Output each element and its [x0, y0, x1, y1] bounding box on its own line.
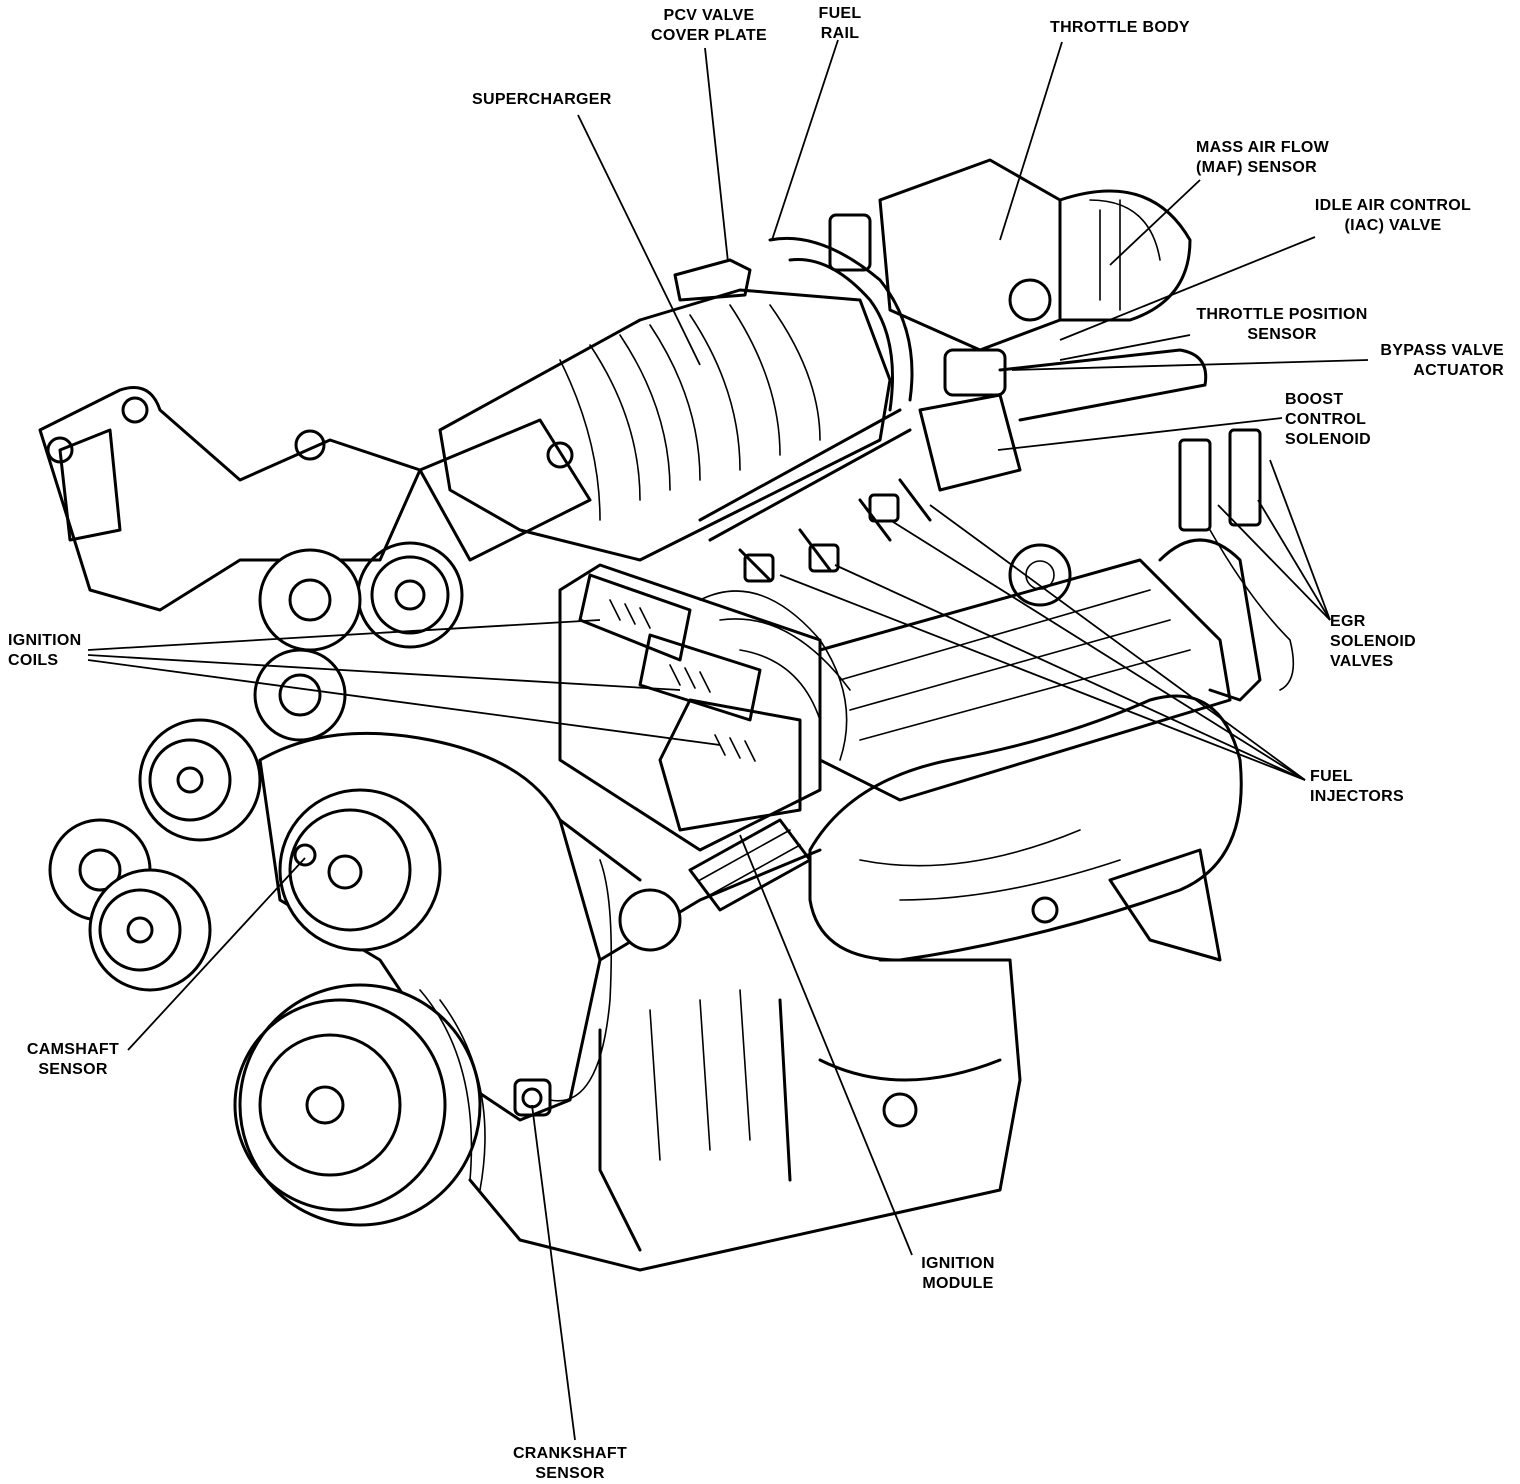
- label-pcv-valve-cover-plate: PCV VALVE COVER PLATE: [651, 7, 767, 44]
- label-boost-control-solenoid: BOOST CONTROL SOLENOID: [1285, 391, 1371, 448]
- leader-egr-3: [1269, 459, 1331, 621]
- label-fuel-rail: FUEL RAIL: [818, 5, 862, 42]
- leader-ignition-module: [739, 834, 913, 1256]
- label-ignition-coils: IGNITION COILS: [8, 632, 82, 669]
- label-throttle-body: THROTTLE BODY: [1050, 19, 1190, 36]
- leader-camshaft: [127, 857, 306, 1051]
- label-maf-sensor: MASS AIR FLOW (MAF) SENSOR: [1196, 139, 1330, 176]
- leader-pcv: [704, 47, 729, 263]
- leader-coil-2: [87, 654, 681, 691]
- leader-maf: [1109, 179, 1201, 266]
- leader-boost: [997, 417, 1283, 451]
- leader-inj-3: [889, 519, 1306, 781]
- label-bypass-valve-actuator: BYPASS VALVE ACTUATOR: [1380, 342, 1504, 379]
- leader-tps: [1059, 334, 1191, 361]
- label-iac-valve: IDLE AIR CONTROL (IAC) VALVE: [1314, 197, 1472, 234]
- label-crankshaft-sensor: CRANKSHAFT SENSOR: [512, 1445, 628, 1482]
- leader-lines: [87, 39, 1369, 1441]
- label-camshaft-sensor: CAMSHAFT SENSOR: [26, 1041, 120, 1078]
- label-ignition-module: IGNITION MODULE: [921, 1255, 995, 1292]
- leader-inj-4: [929, 504, 1306, 781]
- label-egr-solenoid-valves: EGR SOLENOID VALVES: [1330, 613, 1416, 670]
- engine-illustration: [38, 158, 1295, 1272]
- leader-iac: [1059, 236, 1316, 341]
- leader-throttle-body: [999, 41, 1063, 241]
- leader-bypass: [1011, 359, 1369, 371]
- leader-egr-2: [1257, 499, 1331, 621]
- leader-supercharger: [577, 114, 701, 366]
- leader-fuel-rail: [771, 39, 839, 241]
- leader-crankshaft: [531, 1104, 576, 1441]
- leader-coil-1: [87, 619, 601, 651]
- leader-egr-1: [1217, 504, 1331, 621]
- label-supercharger: SUPERCHARGER: [472, 91, 612, 108]
- leader-inj-2: [834, 564, 1306, 781]
- label-throttle-position-sensor: THROTTLE POSITION SENSOR: [1196, 306, 1368, 343]
- leader-coil-3: [87, 659, 721, 746]
- label-fuel-injectors: FUEL INJECTORS: [1310, 768, 1404, 805]
- leader-inj-1: [779, 574, 1306, 781]
